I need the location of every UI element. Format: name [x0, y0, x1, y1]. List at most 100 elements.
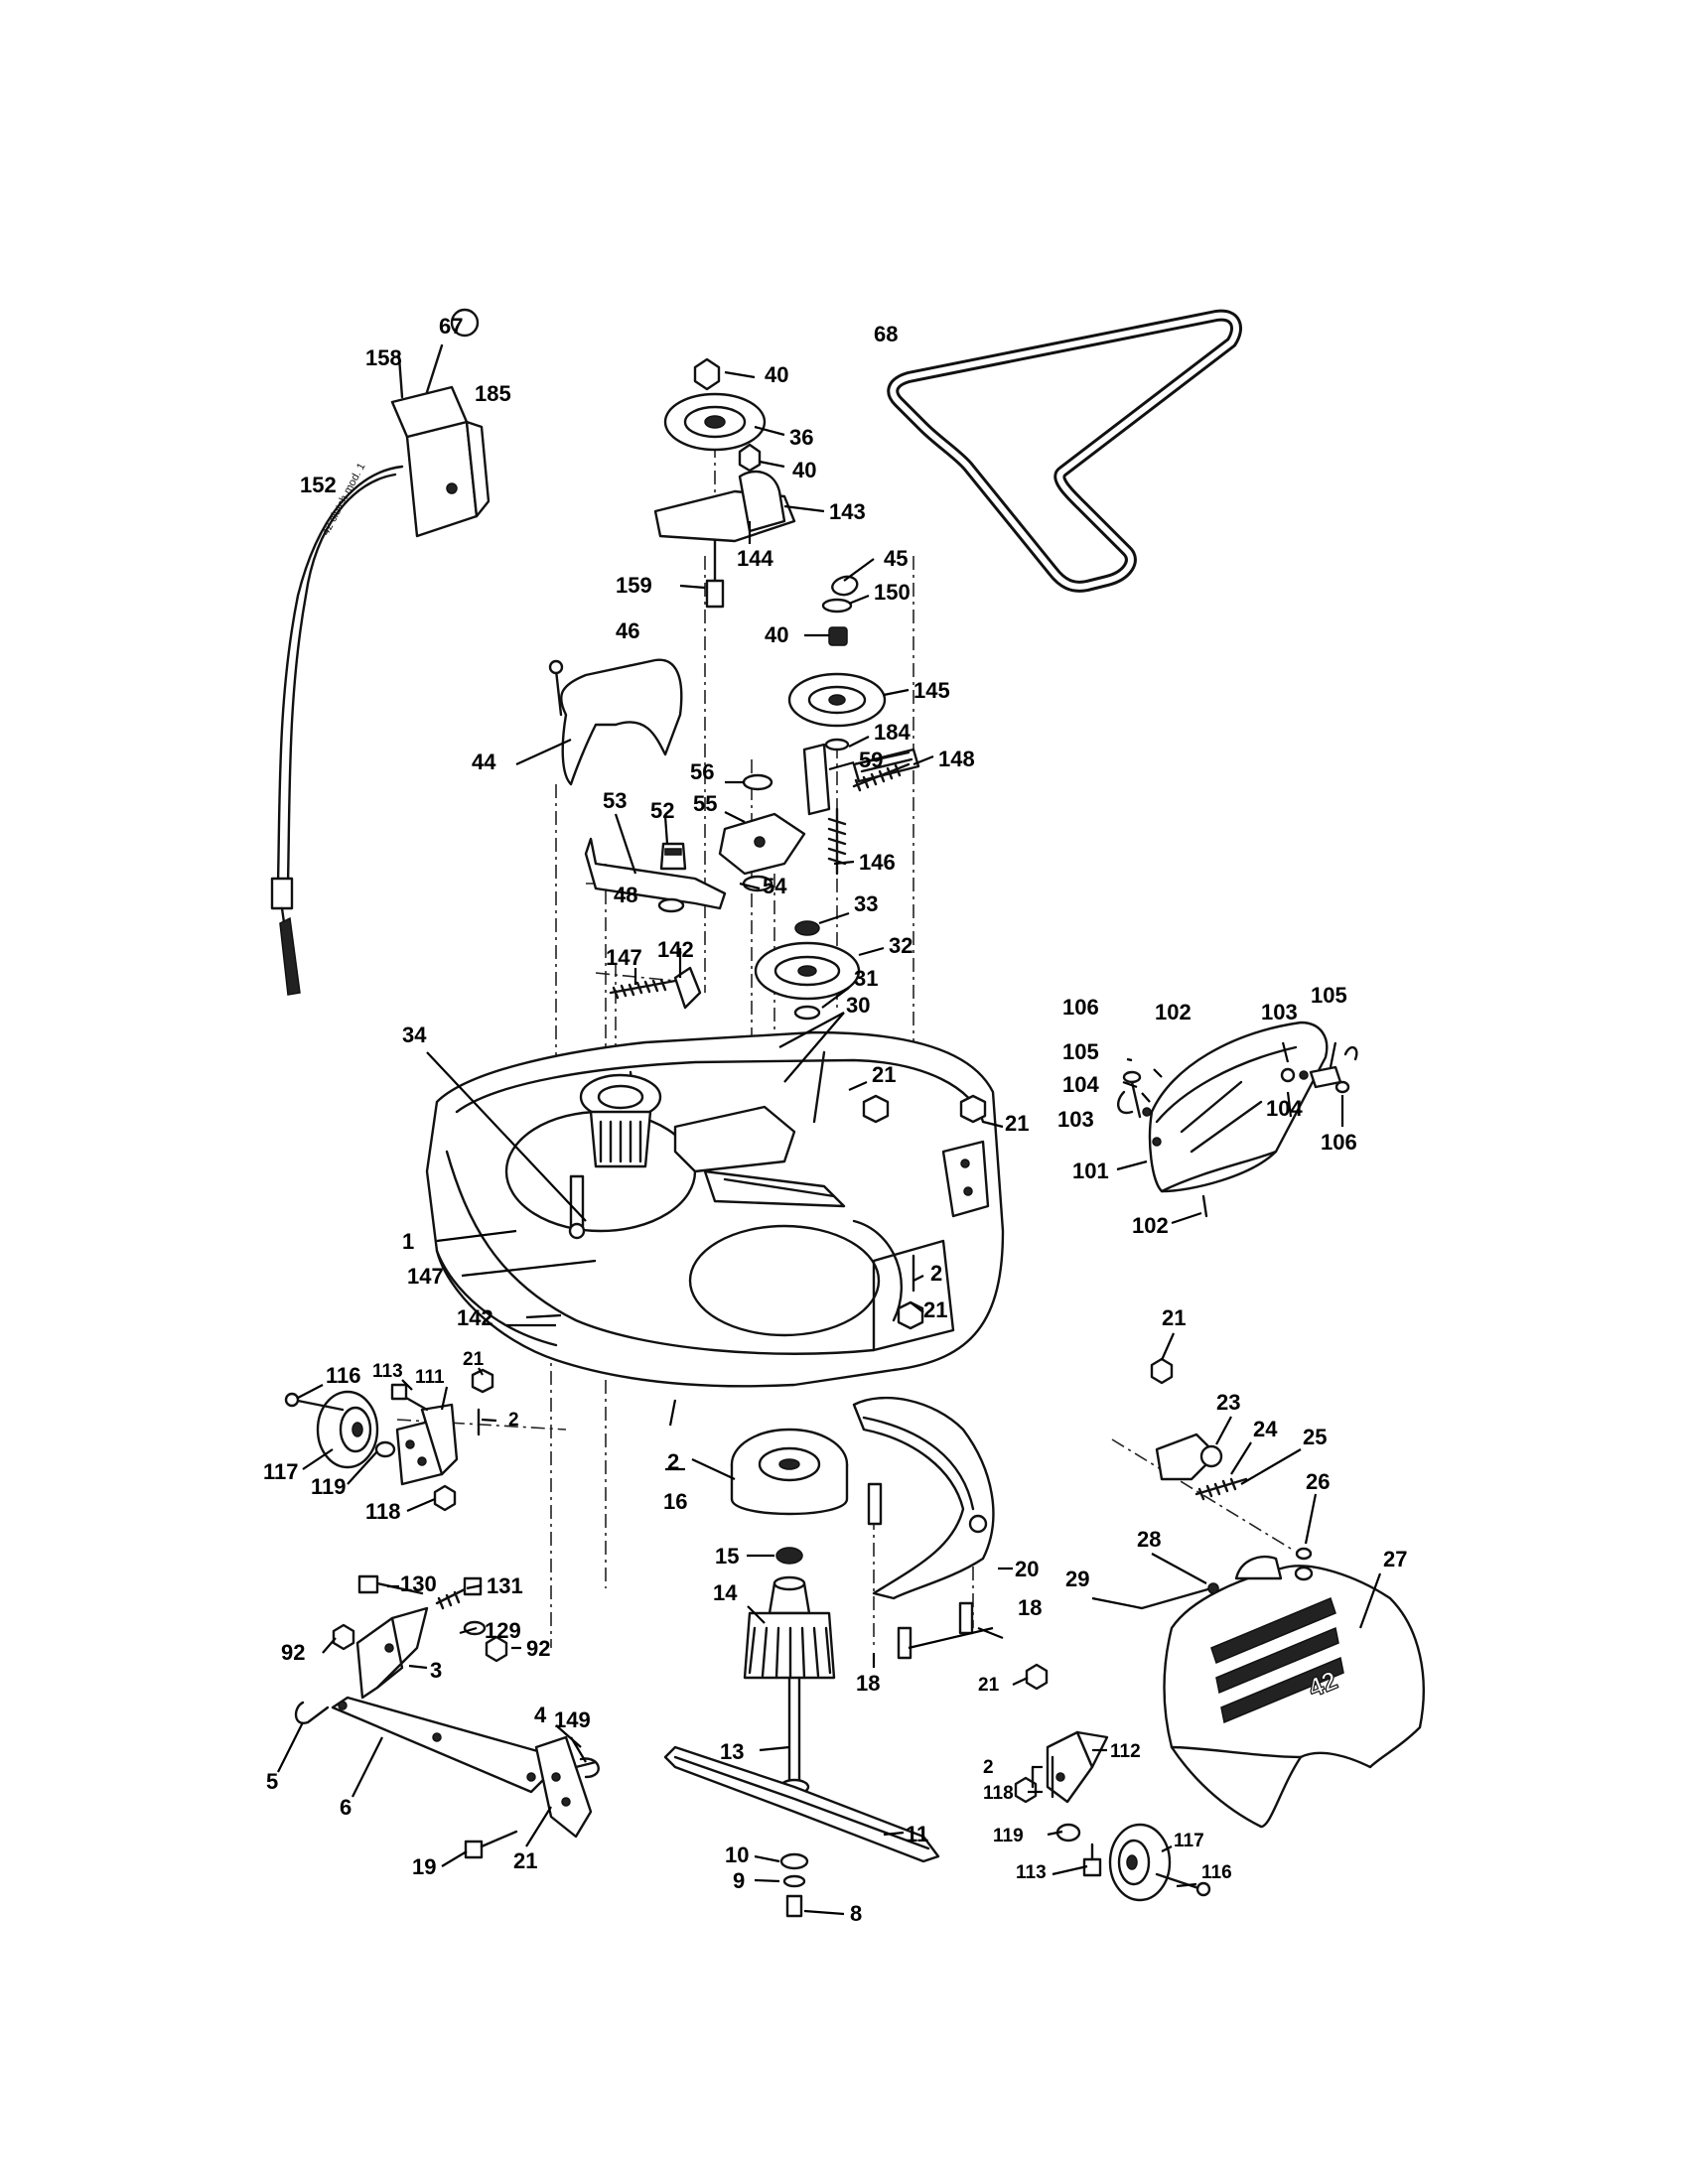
deck-hardware	[568, 1094, 987, 1330]
callout-104-left: 104	[1062, 1072, 1099, 1097]
callout-118-right: 118	[983, 1783, 1014, 1804]
callout-68: 68	[874, 322, 898, 346]
callout-24: 24	[1253, 1417, 1278, 1441]
callout-11: 11	[906, 1822, 928, 1846]
callout-13: 13	[720, 1739, 744, 1764]
callout-145: 145	[913, 678, 950, 703]
drive-belt	[887, 309, 1242, 593]
callout-4: 4	[534, 1703, 547, 1727]
callout-184: 184	[874, 720, 911, 745]
callout-102-bottom: 102	[1132, 1213, 1169, 1238]
callout-103-left: 103	[1057, 1107, 1094, 1132]
callout-20: 20	[1015, 1557, 1039, 1581]
callout-106-top: 106	[1062, 995, 1099, 1020]
callout-21-deck-a: 21	[872, 1062, 896, 1087]
callout-2-spindle: 2	[667, 1449, 679, 1474]
deck-idler-bracket	[673, 1105, 846, 1208]
callout-10: 10	[725, 1843, 749, 1867]
callout-1: 1	[402, 1229, 414, 1254]
clutch-control-assembly	[390, 308, 491, 538]
callout-130: 130	[400, 1571, 437, 1596]
callout-40-top: 40	[765, 362, 788, 387]
spindle-pulley-32-assembly	[754, 920, 861, 1021]
callout-113-left: 113	[372, 1361, 403, 1382]
callout-144: 144	[737, 546, 773, 571]
callout-54: 54	[763, 874, 787, 898]
callout-5: 5	[266, 1769, 278, 1794]
callout-34: 34	[402, 1023, 427, 1047]
callout-56: 56	[690, 759, 714, 784]
callout-119-left: 119	[311, 1474, 347, 1499]
callout-104-right: 104	[1266, 1096, 1303, 1121]
callout-31: 31	[854, 966, 878, 991]
callout-30: 30	[846, 993, 870, 1018]
idler-pulley-145-assembly	[787, 575, 920, 876]
mower-deck-housing	[425, 1030, 1005, 1388]
callout-148: 148	[938, 747, 975, 771]
callout-45: 45	[884, 546, 908, 571]
callout-116-left: 116	[326, 1363, 361, 1388]
callout-142-lower: 142	[457, 1305, 493, 1330]
callout-28: 28	[1137, 1527, 1161, 1552]
callout-152: 152	[300, 473, 337, 497]
callout-19: 19	[412, 1854, 436, 1879]
callout-106-right: 106	[1321, 1130, 1357, 1155]
callout-36: 36	[789, 425, 813, 450]
callout-27: 27	[1383, 1547, 1407, 1571]
callout-21-right-wheel: 21	[978, 1675, 1000, 1696]
callout-29: 29	[1065, 1567, 1089, 1591]
callout-46: 46	[616, 618, 639, 643]
callout-52: 52	[650, 798, 674, 823]
rear-hanger-bracket	[464, 1735, 600, 1859]
deflector-hardware	[1116, 1045, 1358, 1218]
callout-150: 150	[874, 580, 911, 605]
callout-2-left-wheel: 2	[508, 1410, 519, 1431]
callout-101: 101	[1072, 1159, 1109, 1183]
callout-105-top: 105	[1311, 983, 1347, 1008]
callout-92-left: 92	[281, 1640, 305, 1665]
callout-8: 8	[850, 1901, 862, 1926]
callout-2-right-wheel: 2	[983, 1757, 994, 1778]
callout-117-right: 117	[1174, 1831, 1204, 1851]
callout-33: 33	[854, 891, 878, 916]
callout-146: 146	[859, 850, 896, 875]
deck-spindle	[579, 1073, 662, 1168]
callout-40-mid: 40	[792, 458, 816, 482]
idler-arm	[584, 837, 727, 913]
callout-40-lower: 40	[765, 622, 788, 647]
callout-18-left: 18	[856, 1671, 880, 1696]
callout-92-right: 92	[526, 1636, 550, 1661]
callout-113-right: 113	[1016, 1862, 1047, 1883]
callout-158: 158	[365, 345, 402, 370]
callout-labels: 67 158 185 152 40 36 40 143 144 159 68 4…	[263, 314, 1407, 1926]
callout-67: 67	[439, 314, 463, 339]
callout-53: 53	[603, 788, 627, 813]
top-idler-assembly	[653, 357, 796, 609]
blade-spindle-assembly	[730, 1428, 849, 1796]
clutch-cable	[270, 465, 404, 996]
callout-59: 59	[859, 748, 883, 772]
callout-14: 14	[713, 1580, 738, 1605]
callout-116-right: 116	[1201, 1862, 1232, 1883]
callout-15: 15	[715, 1544, 739, 1569]
callout-105-left: 105	[1062, 1039, 1099, 1064]
callout-44: 44	[472, 750, 496, 774]
left-gauge-wheel-assembly	[284, 1368, 494, 1512]
callout-111: 111	[415, 1367, 445, 1388]
callout-142-upper: 142	[657, 937, 694, 962]
callout-21-mulch: 21	[1162, 1305, 1186, 1330]
callout-48: 48	[614, 883, 637, 907]
draft-arm	[294, 1696, 548, 1794]
leader-lines	[277, 370, 1382, 1916]
callout-26: 26	[1306, 1469, 1330, 1494]
callout-3: 3	[430, 1658, 442, 1683]
callout-102-top: 102	[1155, 1000, 1192, 1024]
callout-16: 16	[663, 1489, 687, 1514]
callout-119-right: 119	[993, 1826, 1024, 1846]
callout-23: 23	[1216, 1390, 1240, 1415]
discharge-deflector	[1148, 1021, 1329, 1193]
deck-baffle	[852, 1396, 995, 1660]
callout-143: 143	[829, 499, 866, 524]
callout-147-lower: 147	[407, 1264, 444, 1289]
